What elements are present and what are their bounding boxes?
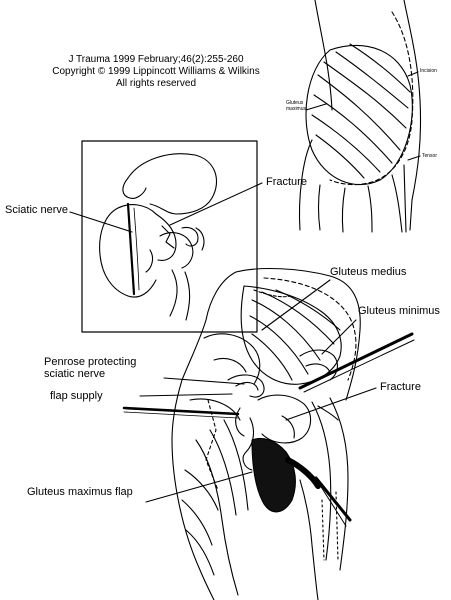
label-main-fracture: Fracture	[380, 381, 421, 393]
label-flap-supply: flap supply	[50, 390, 103, 402]
label-sciatic-nerve: Sciatic nerve	[5, 204, 68, 216]
label-penrose-1: Penrose protecting	[44, 356, 137, 368]
label-penrose-2: sciatic nerve	[44, 368, 106, 380]
main-surgical-field	[122, 267, 415, 600]
label-incision: Incision	[420, 68, 437, 74]
label-gluteus-maximus-2: maximus	[286, 106, 307, 112]
label-inset-fracture: Fracture	[266, 176, 307, 188]
left-inset-pelvis	[69, 140, 263, 333]
top-inset-buttock	[298, 0, 422, 233]
label-gluteus-minimus: Gluteus minimus	[358, 305, 440, 317]
label-gluteus-maximus-flap: Gluteus maximus flap	[27, 486, 133, 498]
label-gluteus-medius: Gluteus medius	[330, 266, 407, 278]
label-tensor: Tensor	[422, 153, 438, 159]
citation-rights: All rights reserved	[115, 78, 197, 89]
citation-journal: J Trauma 1999 February;46(2):255-260	[68, 54, 244, 65]
citation-block: J Trauma 1999 February;46(2):255-260 Cop…	[26, 54, 286, 90]
citation-copyright: Copyright © 1999 Lippincott Williams & W…	[52, 66, 260, 77]
label-gluteus-maximus-1: Gluteus	[286, 100, 304, 106]
